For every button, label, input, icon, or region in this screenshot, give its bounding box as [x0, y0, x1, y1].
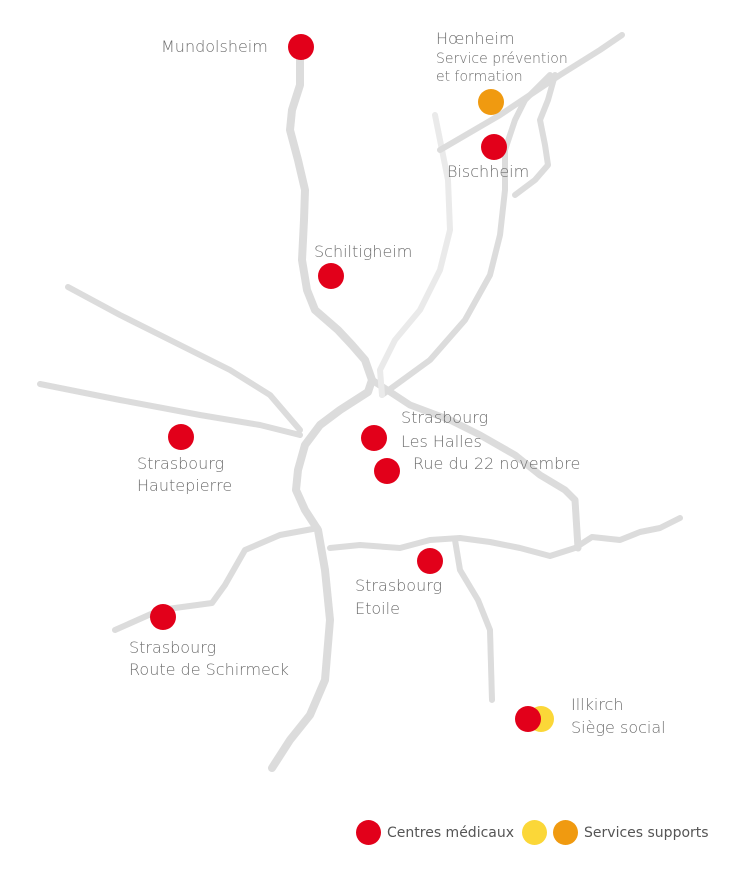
marker-mundolsheim[interactable] — [288, 34, 314, 60]
road-bischheim-loop — [512, 72, 558, 198]
label-schirmeck-1: Strasbourg — [129, 638, 217, 657]
road-schirmeck — [112, 525, 321, 633]
marker-hautepierre[interactable] — [168, 424, 194, 450]
label-hoenheim-service-1: Service prévention — [436, 51, 568, 67]
markers — [150, 34, 554, 732]
marker-schiltigheim[interactable] — [318, 263, 344, 289]
marker-route-de-schirmeck[interactable] — [150, 604, 176, 630]
legend-services-label: Services supports — [584, 824, 709, 841]
legend-centres-dot-icon — [356, 820, 381, 845]
label-hoenheim: Hœnheim — [436, 29, 515, 48]
label-bischheim: Bischheim — [447, 162, 530, 181]
road-northeast — [379, 72, 553, 398]
marker-etoile[interactable] — [417, 548, 443, 574]
road-network — [37, 32, 683, 772]
road-east — [327, 515, 683, 559]
marker-rue-22-novembre[interactable] — [374, 458, 400, 484]
legend: Centres médicaux Services supports — [356, 820, 709, 845]
legend-services-orange-dot-icon — [553, 820, 579, 845]
label-etoile-1: Strasbourg — [355, 576, 443, 595]
legend-services-yellow-dot-icon — [522, 820, 548, 845]
road-center-east — [368, 376, 582, 552]
marker-les-halles[interactable] — [361, 425, 387, 451]
road-west-upper — [65, 284, 303, 433]
road-main-north — [268, 51, 376, 772]
label-les-halles-2: Les Halles — [401, 432, 482, 451]
label-hoenheim-service-2: et formation — [436, 69, 523, 85]
marker-hoenheim-service[interactable] — [478, 89, 504, 115]
road-north-light — [377, 112, 453, 398]
legend-centres-label: Centres médicaux — [387, 824, 515, 841]
label-hautepierre-1: Strasbourg — [137, 454, 225, 473]
label-schiltigheim: Schiltigheim — [314, 242, 413, 261]
road-west-hautepierre — [37, 381, 303, 438]
label-schirmeck-2: Route de Schirmeck — [129, 660, 289, 679]
road-hoenheim — [437, 32, 625, 153]
label-etoile-2: Etoile — [355, 599, 400, 618]
label-illkirch-1: Illkirch — [571, 695, 624, 714]
marker-illkirch-centre[interactable] — [515, 706, 541, 732]
road-illkirch — [452, 537, 495, 703]
label-mundolsheim: Mundolsheim — [161, 37, 268, 56]
label-les-halles-1: Strasbourg — [401, 408, 489, 427]
marker-bischheim[interactable] — [481, 134, 507, 160]
label-hautepierre-2: Hautepierre — [137, 476, 233, 495]
label-illkirch-2: Siège social — [571, 718, 666, 737]
label-rue-22-novembre: Rue du 22 novembre — [413, 454, 581, 473]
